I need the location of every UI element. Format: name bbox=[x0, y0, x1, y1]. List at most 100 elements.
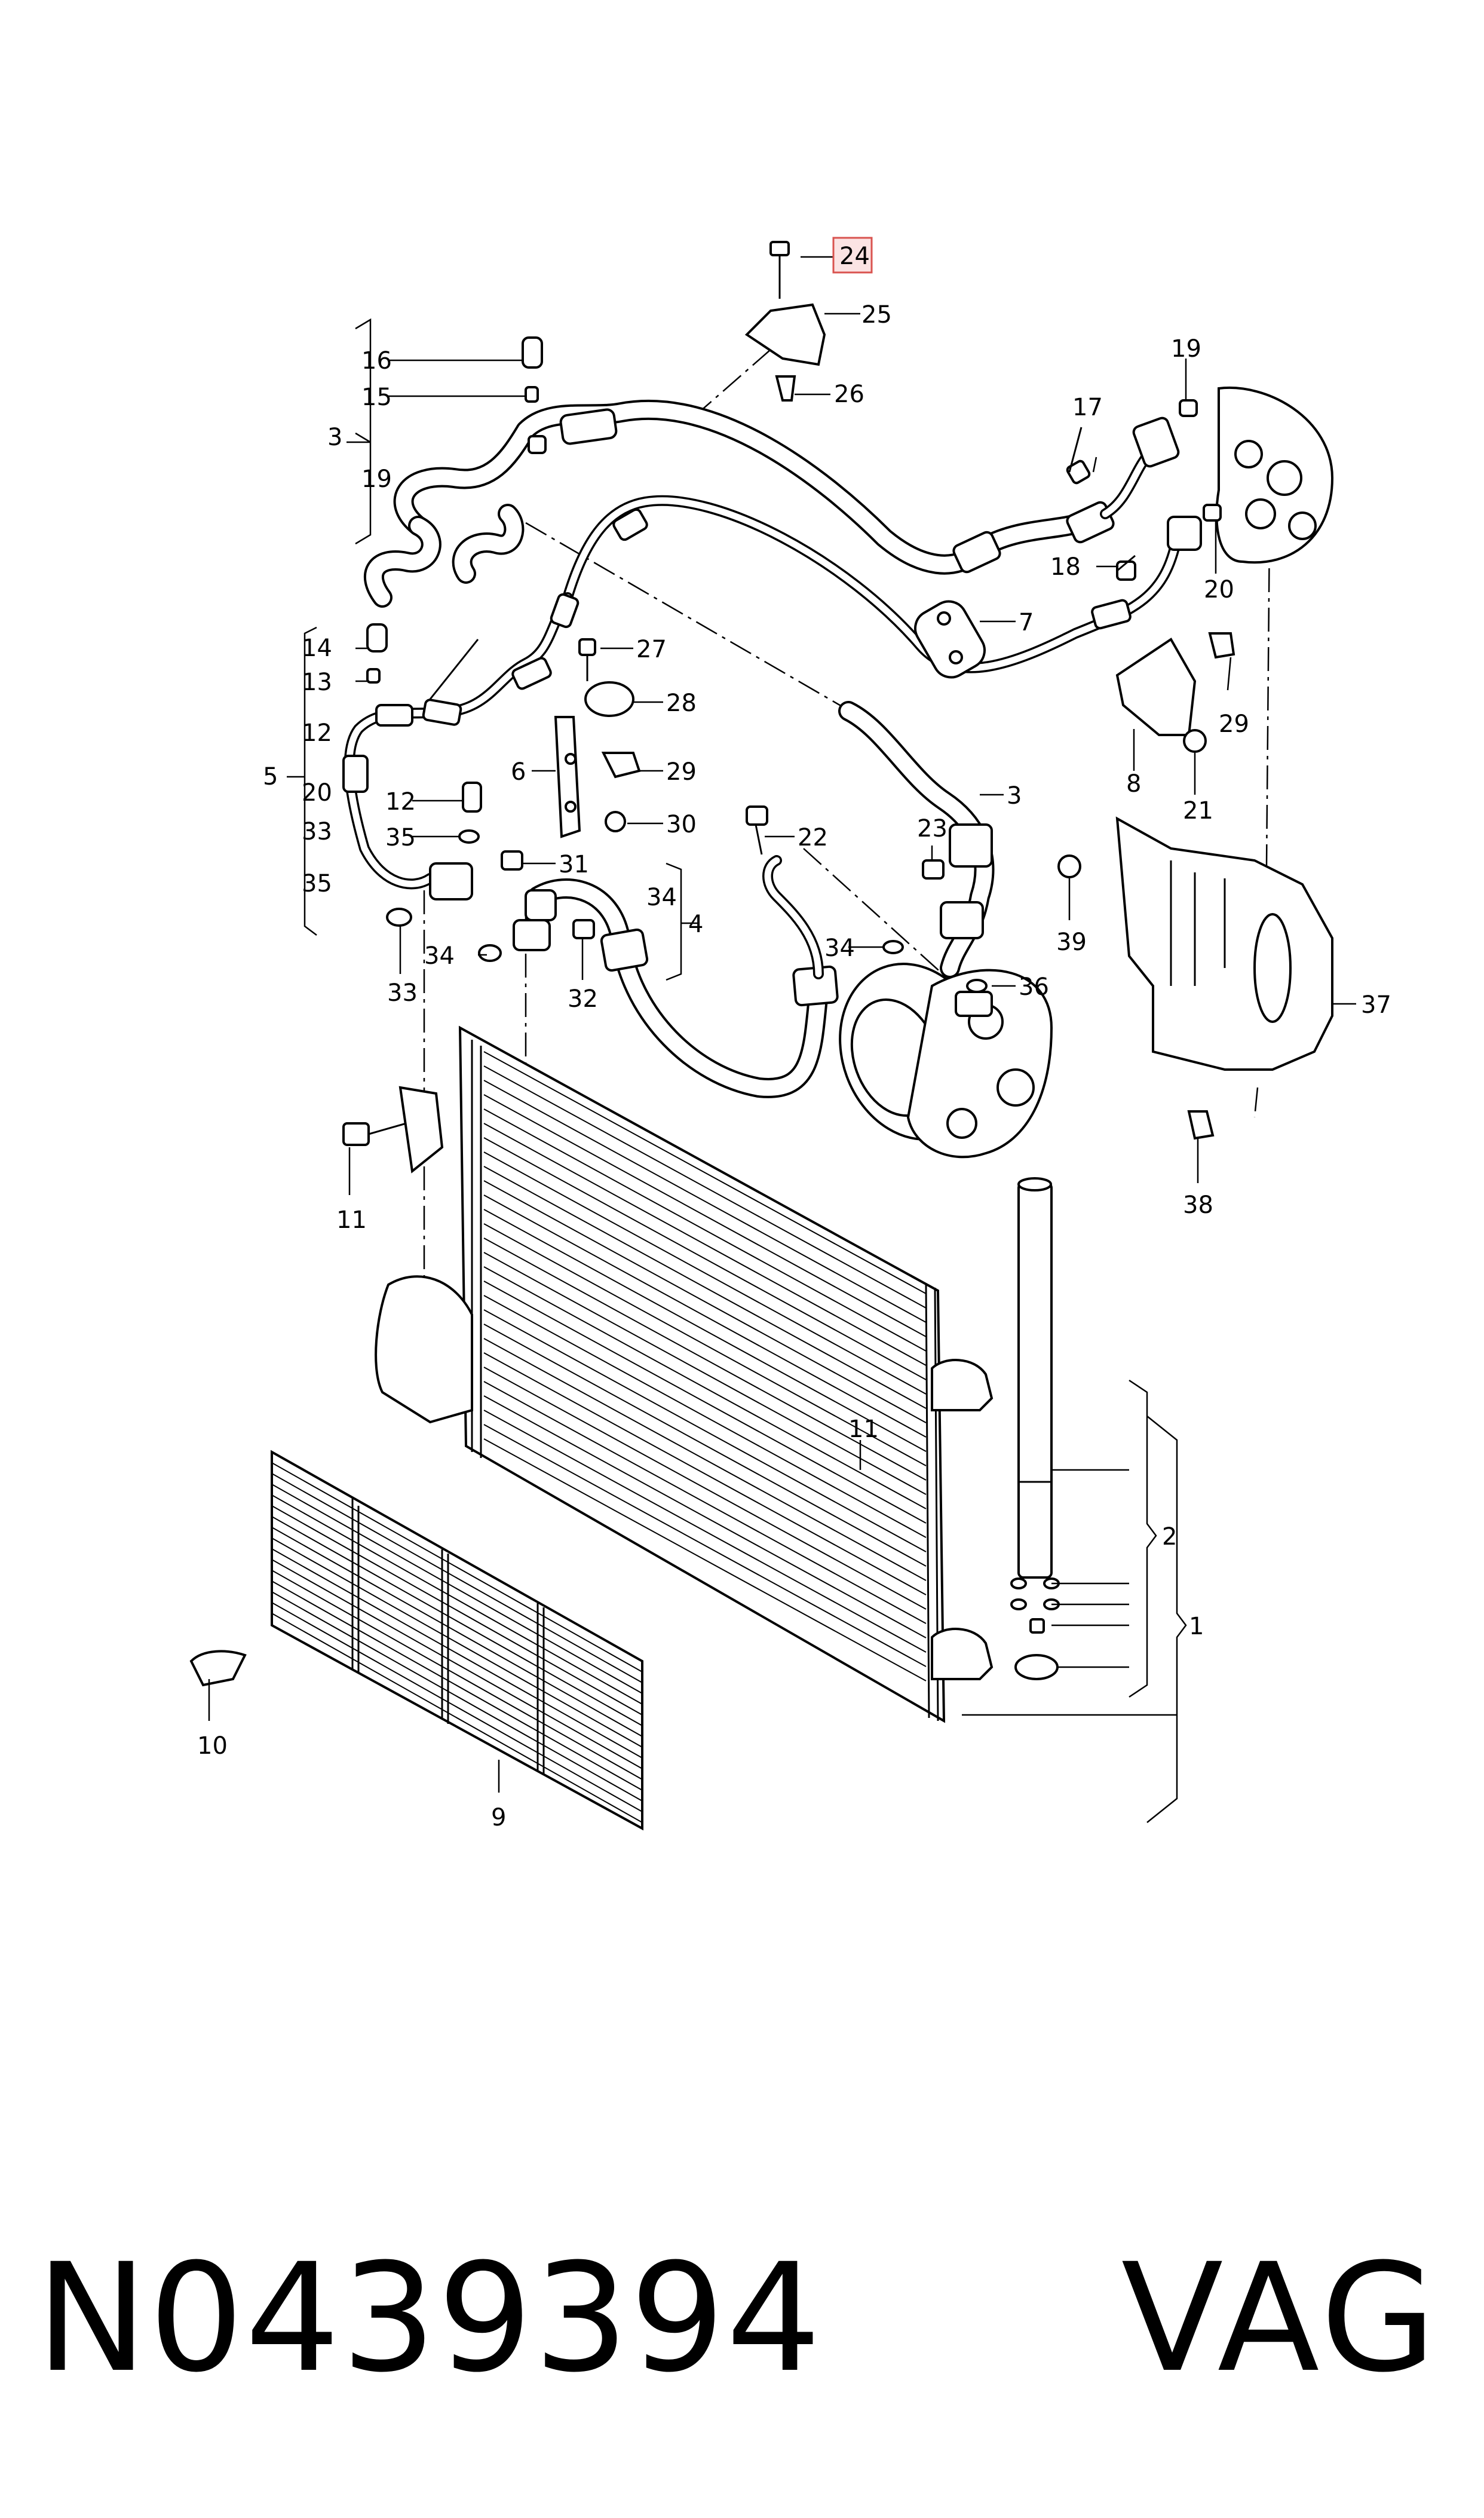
callout-11-left: 11 bbox=[336, 1206, 367, 1234]
callout-19-right: 19 bbox=[1171, 335, 1201, 363]
callout-4: 4 bbox=[688, 911, 703, 938]
condenser-fin bbox=[483, 1367, 927, 1610]
condenser-fin bbox=[483, 1223, 927, 1466]
condenser-fin bbox=[483, 1266, 927, 1509]
condenser-fin bbox=[483, 1237, 927, 1481]
callout-36: 36 bbox=[1019, 973, 1049, 1001]
callout-9: 9 bbox=[491, 1804, 506, 1831]
callout-39: 39 bbox=[1056, 929, 1087, 956]
callout-37: 37 bbox=[1361, 991, 1391, 1019]
callout-12-center: 12 bbox=[385, 788, 416, 816]
callout-27: 27 bbox=[636, 636, 667, 663]
grille-slat bbox=[271, 1570, 643, 1780]
callout-33-lower: 33 bbox=[387, 979, 418, 1007]
condenser-fin bbox=[483, 1438, 927, 1681]
condenser-fin bbox=[483, 1324, 927, 1567]
callout-17: 17 bbox=[1072, 394, 1103, 421]
grille-slat bbox=[271, 1516, 643, 1726]
grille-slat bbox=[271, 1484, 643, 1694]
callout-26: 26 bbox=[834, 381, 864, 408]
suction-hose-right bbox=[838, 701, 995, 978]
condenser-fin bbox=[483, 1166, 927, 1409]
part-number: N0439394 bbox=[36, 2231, 823, 2405]
liquid-line bbox=[562, 495, 1202, 679]
callout-22: 22 bbox=[798, 824, 828, 851]
condenser bbox=[375, 1025, 994, 1723]
grille-slat bbox=[271, 1559, 643, 1769]
callout-10: 10 bbox=[197, 1732, 228, 1760]
condenser-fin bbox=[483, 1065, 927, 1309]
callout-28: 28 bbox=[666, 690, 697, 717]
condenser-fin bbox=[483, 1209, 927, 1452]
callout-32: 32 bbox=[568, 985, 598, 1013]
callout-6: 6 bbox=[511, 758, 526, 786]
callout-8: 8 bbox=[1126, 770, 1141, 798]
callout-38: 38 bbox=[1183, 1191, 1213, 1219]
condenser-fin bbox=[483, 1137, 927, 1380]
condenser-fin bbox=[483, 1295, 927, 1538]
callout-23: 23 bbox=[917, 815, 948, 843]
callout-18: 18 bbox=[1050, 553, 1081, 581]
callout-14: 14 bbox=[302, 635, 332, 662]
callout-24: 24 bbox=[839, 243, 870, 270]
condenser-fin bbox=[483, 1180, 927, 1423]
callout-34-upper: 34 bbox=[646, 884, 677, 911]
callout-20-top: 20 bbox=[1204, 576, 1234, 604]
fasteners bbox=[189, 241, 1235, 1687]
condenser-fin bbox=[483, 1281, 927, 1524]
highlight-box-24 bbox=[832, 237, 873, 274]
callout-11-center: 11 bbox=[848, 1416, 879, 1443]
leader-lines bbox=[208, 256, 1356, 1823]
condenser-fin bbox=[483, 1051, 927, 1294]
callout-3: 3 bbox=[327, 424, 342, 451]
condenser-fin bbox=[483, 1080, 927, 1323]
grille-slat bbox=[271, 1537, 643, 1748]
grille-slat bbox=[271, 1613, 643, 1823]
grille-slat bbox=[271, 1602, 643, 1812]
mounting-brackets bbox=[554, 386, 1334, 1071]
callout-29-right: 29 bbox=[1219, 710, 1249, 738]
grille-slat bbox=[271, 1494, 643, 1705]
left-liquid-line bbox=[342, 592, 580, 900]
callout-34-left: 34 bbox=[424, 942, 455, 970]
brand-name: VAG bbox=[1121, 2231, 1440, 2405]
grille-slat bbox=[271, 1505, 643, 1716]
grille-slat bbox=[271, 1527, 643, 1737]
callout-7: 7 bbox=[1019, 609, 1034, 636]
condenser-fins bbox=[483, 1051, 927, 1681]
suction-hose-assembly bbox=[363, 399, 1180, 608]
callout-30: 30 bbox=[666, 811, 697, 838]
ac-compressor bbox=[839, 963, 1053, 1159]
condenser-fin bbox=[483, 1108, 927, 1352]
condenser-fin bbox=[483, 1381, 927, 1624]
receiver-drier bbox=[1010, 1177, 1060, 1680]
callout-21: 21 bbox=[1183, 797, 1213, 825]
grille-slat bbox=[271, 1591, 643, 1802]
callout-34-right: 34 bbox=[824, 935, 855, 962]
grille-slat bbox=[271, 1473, 643, 1683]
grille-slat bbox=[271, 1580, 643, 1791]
callout-25: 25 bbox=[861, 301, 892, 329]
callout-2: 2 bbox=[1162, 1523, 1177, 1551]
grille-slat bbox=[271, 1462, 643, 1672]
condenser-fin bbox=[483, 1352, 927, 1595]
callout-33-left: 33 bbox=[302, 818, 332, 846]
callout-35-center: 35 bbox=[385, 824, 416, 851]
condenser-fin bbox=[483, 1338, 927, 1581]
callout-20-left: 20 bbox=[302, 779, 332, 807]
condenser-fin bbox=[483, 1094, 927, 1337]
condenser-fin bbox=[483, 1194, 927, 1438]
condenser-fin bbox=[483, 1309, 927, 1552]
callout-31: 31 bbox=[559, 851, 589, 878]
callout-12-left: 12 bbox=[302, 719, 332, 747]
callout-13: 13 bbox=[302, 669, 332, 696]
condenser-fin bbox=[483, 1410, 927, 1653]
condenser-fin bbox=[483, 1395, 927, 1638]
callout-19-left: 19 bbox=[361, 465, 392, 493]
callout-3-right: 3 bbox=[1007, 782, 1022, 810]
grille-slats bbox=[271, 1462, 643, 1823]
callout-16: 16 bbox=[361, 347, 392, 375]
condenser-fin bbox=[483, 1252, 927, 1495]
callout-35-left: 35 bbox=[302, 870, 332, 897]
part-caption: N0439394 VAG bbox=[36, 2211, 1458, 2450]
